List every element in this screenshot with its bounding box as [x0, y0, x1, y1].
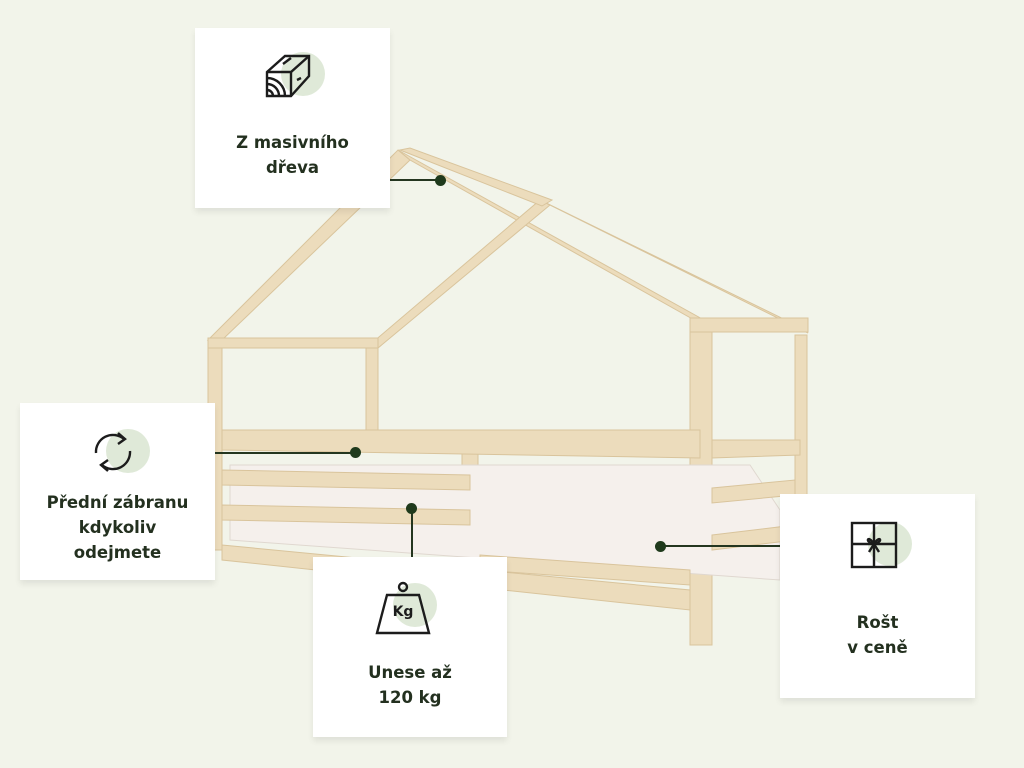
feature-title-line: Unese až: [368, 663, 452, 682]
feature-title-line: Rošt: [856, 613, 899, 632]
connector-line-weight: [411, 508, 413, 570]
wood-beam-icon: [263, 50, 325, 100]
connector-line-rail: [196, 452, 355, 454]
gift-box-icon: [850, 520, 912, 570]
connector-dot-slats: [655, 541, 666, 552]
feature-title-line: 120 kg: [378, 688, 442, 707]
connector-dot-wood: [435, 175, 446, 186]
refresh-cycle-icon: [88, 427, 150, 477]
connector-dot-weight: [406, 503, 417, 514]
connector-line-wood: [363, 179, 440, 181]
weight-kg-icon: Kg: [375, 581, 437, 635]
feature-card-removable-rail: Přední zábranu kdykoliv odejmete: [20, 403, 215, 580]
feature-title-line: v ceně: [847, 638, 908, 657]
connector-dot-rail: [350, 447, 361, 458]
feature-title-line: Přední zábranu: [46, 493, 189, 512]
feature-card-slats-included: Rošt v ceně: [780, 494, 975, 698]
feature-card-load-capacity: Kg Unese až 120 kg: [313, 557, 507, 737]
feature-title-line: dřeva: [265, 158, 320, 177]
connector-line-slats: [660, 545, 797, 547]
weight-kg-label: Kg: [392, 604, 414, 620]
feature-title-line: Z masivního: [236, 133, 349, 152]
feature-title-line: odejmete: [73, 543, 162, 562]
feature-card-solid-wood: Z masivního dřeva: [195, 28, 390, 208]
feature-title-line: kdykoliv: [78, 518, 157, 537]
